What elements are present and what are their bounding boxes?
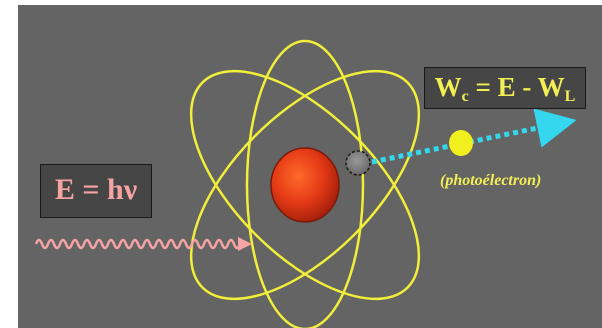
photon-energy-equals: = bbox=[74, 173, 108, 206]
orbit-tilted-left bbox=[189, 69, 421, 301]
photon-wave bbox=[34, 238, 242, 250]
photon-arrowhead bbox=[238, 237, 252, 251]
electron-vacancy bbox=[345, 150, 371, 176]
kinetic-energy-mid: = E - bbox=[468, 72, 538, 102]
nucleus bbox=[270, 147, 340, 223]
photon-energy-lhs: E bbox=[54, 173, 75, 206]
photoelectron bbox=[449, 130, 473, 156]
orbit-vertical bbox=[245, 39, 365, 328]
photon-energy-rhs: hν bbox=[107, 173, 138, 206]
photon-energy-label: E = hν bbox=[40, 164, 152, 218]
photoelectron-label: (photoélectron) bbox=[440, 172, 542, 189]
binding-energy-w: W bbox=[537, 72, 565, 102]
orbit-tilted-right bbox=[189, 69, 421, 301]
binding-energy-sub: L bbox=[564, 88, 576, 105]
kinetic-energy-w: W bbox=[434, 72, 462, 102]
kinetic-energy-label: Wc = E - WL bbox=[424, 67, 586, 109]
kinetic-energy-w-sub: c bbox=[461, 88, 469, 105]
